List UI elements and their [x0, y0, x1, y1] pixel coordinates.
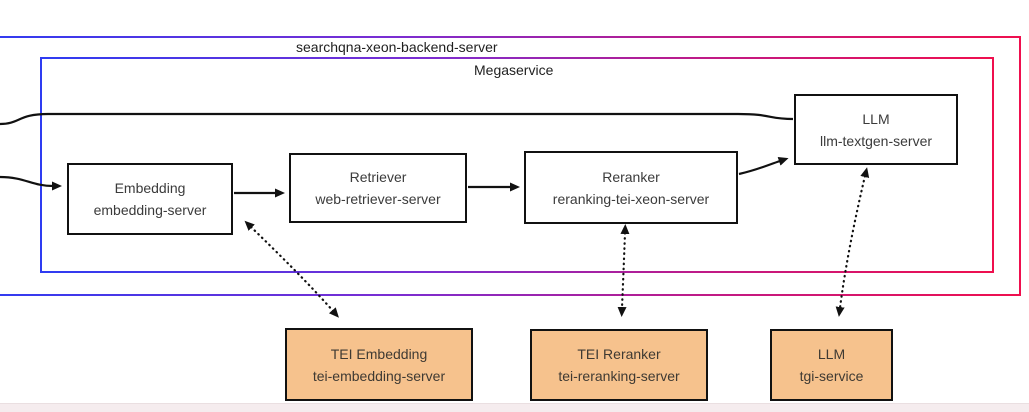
node-subtitle: embedding-server [93, 202, 207, 218]
node-title: LLM [862, 110, 890, 127]
node-llm-tgi: LLM tgi-service [770, 329, 893, 401]
node-title: Retriever [349, 169, 407, 185]
node-reranker: Reranker reranking-tei-xeon-server [524, 151, 738, 224]
node-subtitle: llm-textgen-server [819, 132, 933, 149]
megaservice-group-label: Megaservice [474, 62, 554, 78]
node-title: Reranker [602, 168, 660, 185]
node-subtitle: tei-embedding-server [312, 367, 446, 384]
node-title: Embedding [114, 180, 186, 196]
node-subtitle: web-retriever-server [315, 191, 441, 207]
node-title: TEI Embedding [330, 345, 428, 362]
node-subtitle: tgi-service [799, 368, 864, 384]
node-retriever: Retriever web-retriever-server [289, 153, 467, 223]
node-embedding: Embedding embedding-server [67, 163, 233, 235]
node-tei-embedding: TEI Embedding tei-embedding-server [285, 328, 473, 401]
node-subtitle: reranking-tei-xeon-server [552, 190, 710, 207]
node-llm: LLM llm-textgen-server [794, 94, 958, 165]
page-bottom-band [0, 403, 1029, 412]
node-title: LLM [817, 346, 846, 362]
backend-server-group-label: searchqna-xeon-backend-server [296, 39, 498, 55]
node-tei-reranker: TEI Reranker tei-reranking-server [530, 329, 708, 401]
node-subtitle: tei-reranking-server [558, 368, 680, 384]
node-title: TEI Reranker [577, 346, 661, 362]
